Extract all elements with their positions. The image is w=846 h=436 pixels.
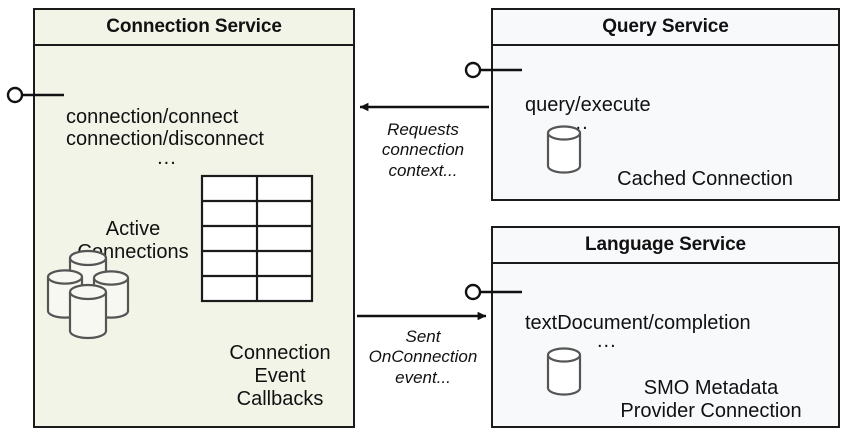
operation-textdocument-completion: textDocument/completion (525, 312, 751, 334)
operation-connection-connect: connection/connect (66, 106, 239, 128)
lollipop-circle-language-service (464, 283, 482, 301)
component-title-language-service: Language Service (493, 228, 838, 264)
operation-list-query-service: query/execute ... (525, 94, 651, 135)
caption-connection-event-callbacks: Connection Event Callbacks (229, 342, 331, 410)
component-connection-service[interactable]: Connection Service connection/connect co… (33, 8, 355, 428)
caption-active-connections: Active Connections (77, 218, 189, 263)
operation-connection-disconnect: connection/disconnect (66, 128, 264, 151)
component-title-query-service: Query Service (493, 10, 838, 46)
component-body-connection-service: connection/connect connection/disconnect… (35, 46, 353, 426)
component-title-connection-service: Connection Service (35, 10, 353, 46)
lollipop-circle-connection-service (6, 86, 24, 104)
operation-ellipsis-query-service: ... (569, 112, 589, 135)
caption-cached-connection: Cached Connection (617, 168, 793, 190)
operation-query-execute: query/execute (525, 94, 651, 116)
edge-label-requests-connection-context: Requests connection context... (381, 120, 465, 180)
edge-hit-query-to-connection[interactable] (358, 98, 492, 116)
component-body-query-service: query/execute ... Cached Connection (493, 46, 838, 199)
operation-list-language-service: textDocument/completion ... (525, 312, 751, 353)
operation-list-connection-service: connection/connect connection/disconnect… (66, 106, 264, 169)
component-language-service[interactable]: Language Service textDocument/completion… (491, 226, 840, 428)
component-body-language-service: textDocument/completion ... SMO Metadata… (493, 264, 838, 426)
lollipop-circle-query-service (464, 61, 482, 79)
component-query-service[interactable]: Query Service query/execute ... Cached C… (491, 8, 840, 201)
operation-ellipsis-connection-service: ... (157, 146, 177, 169)
edge-label-sent-onconnection-event: Sent OnConnection event... (368, 327, 478, 387)
operation-ellipsis-language-service: ... (597, 330, 617, 353)
edge-hit-connection-to-language[interactable] (356, 307, 490, 325)
caption-smo-metadata-provider-connection: SMO Metadata Provider Connection (620, 377, 802, 422)
